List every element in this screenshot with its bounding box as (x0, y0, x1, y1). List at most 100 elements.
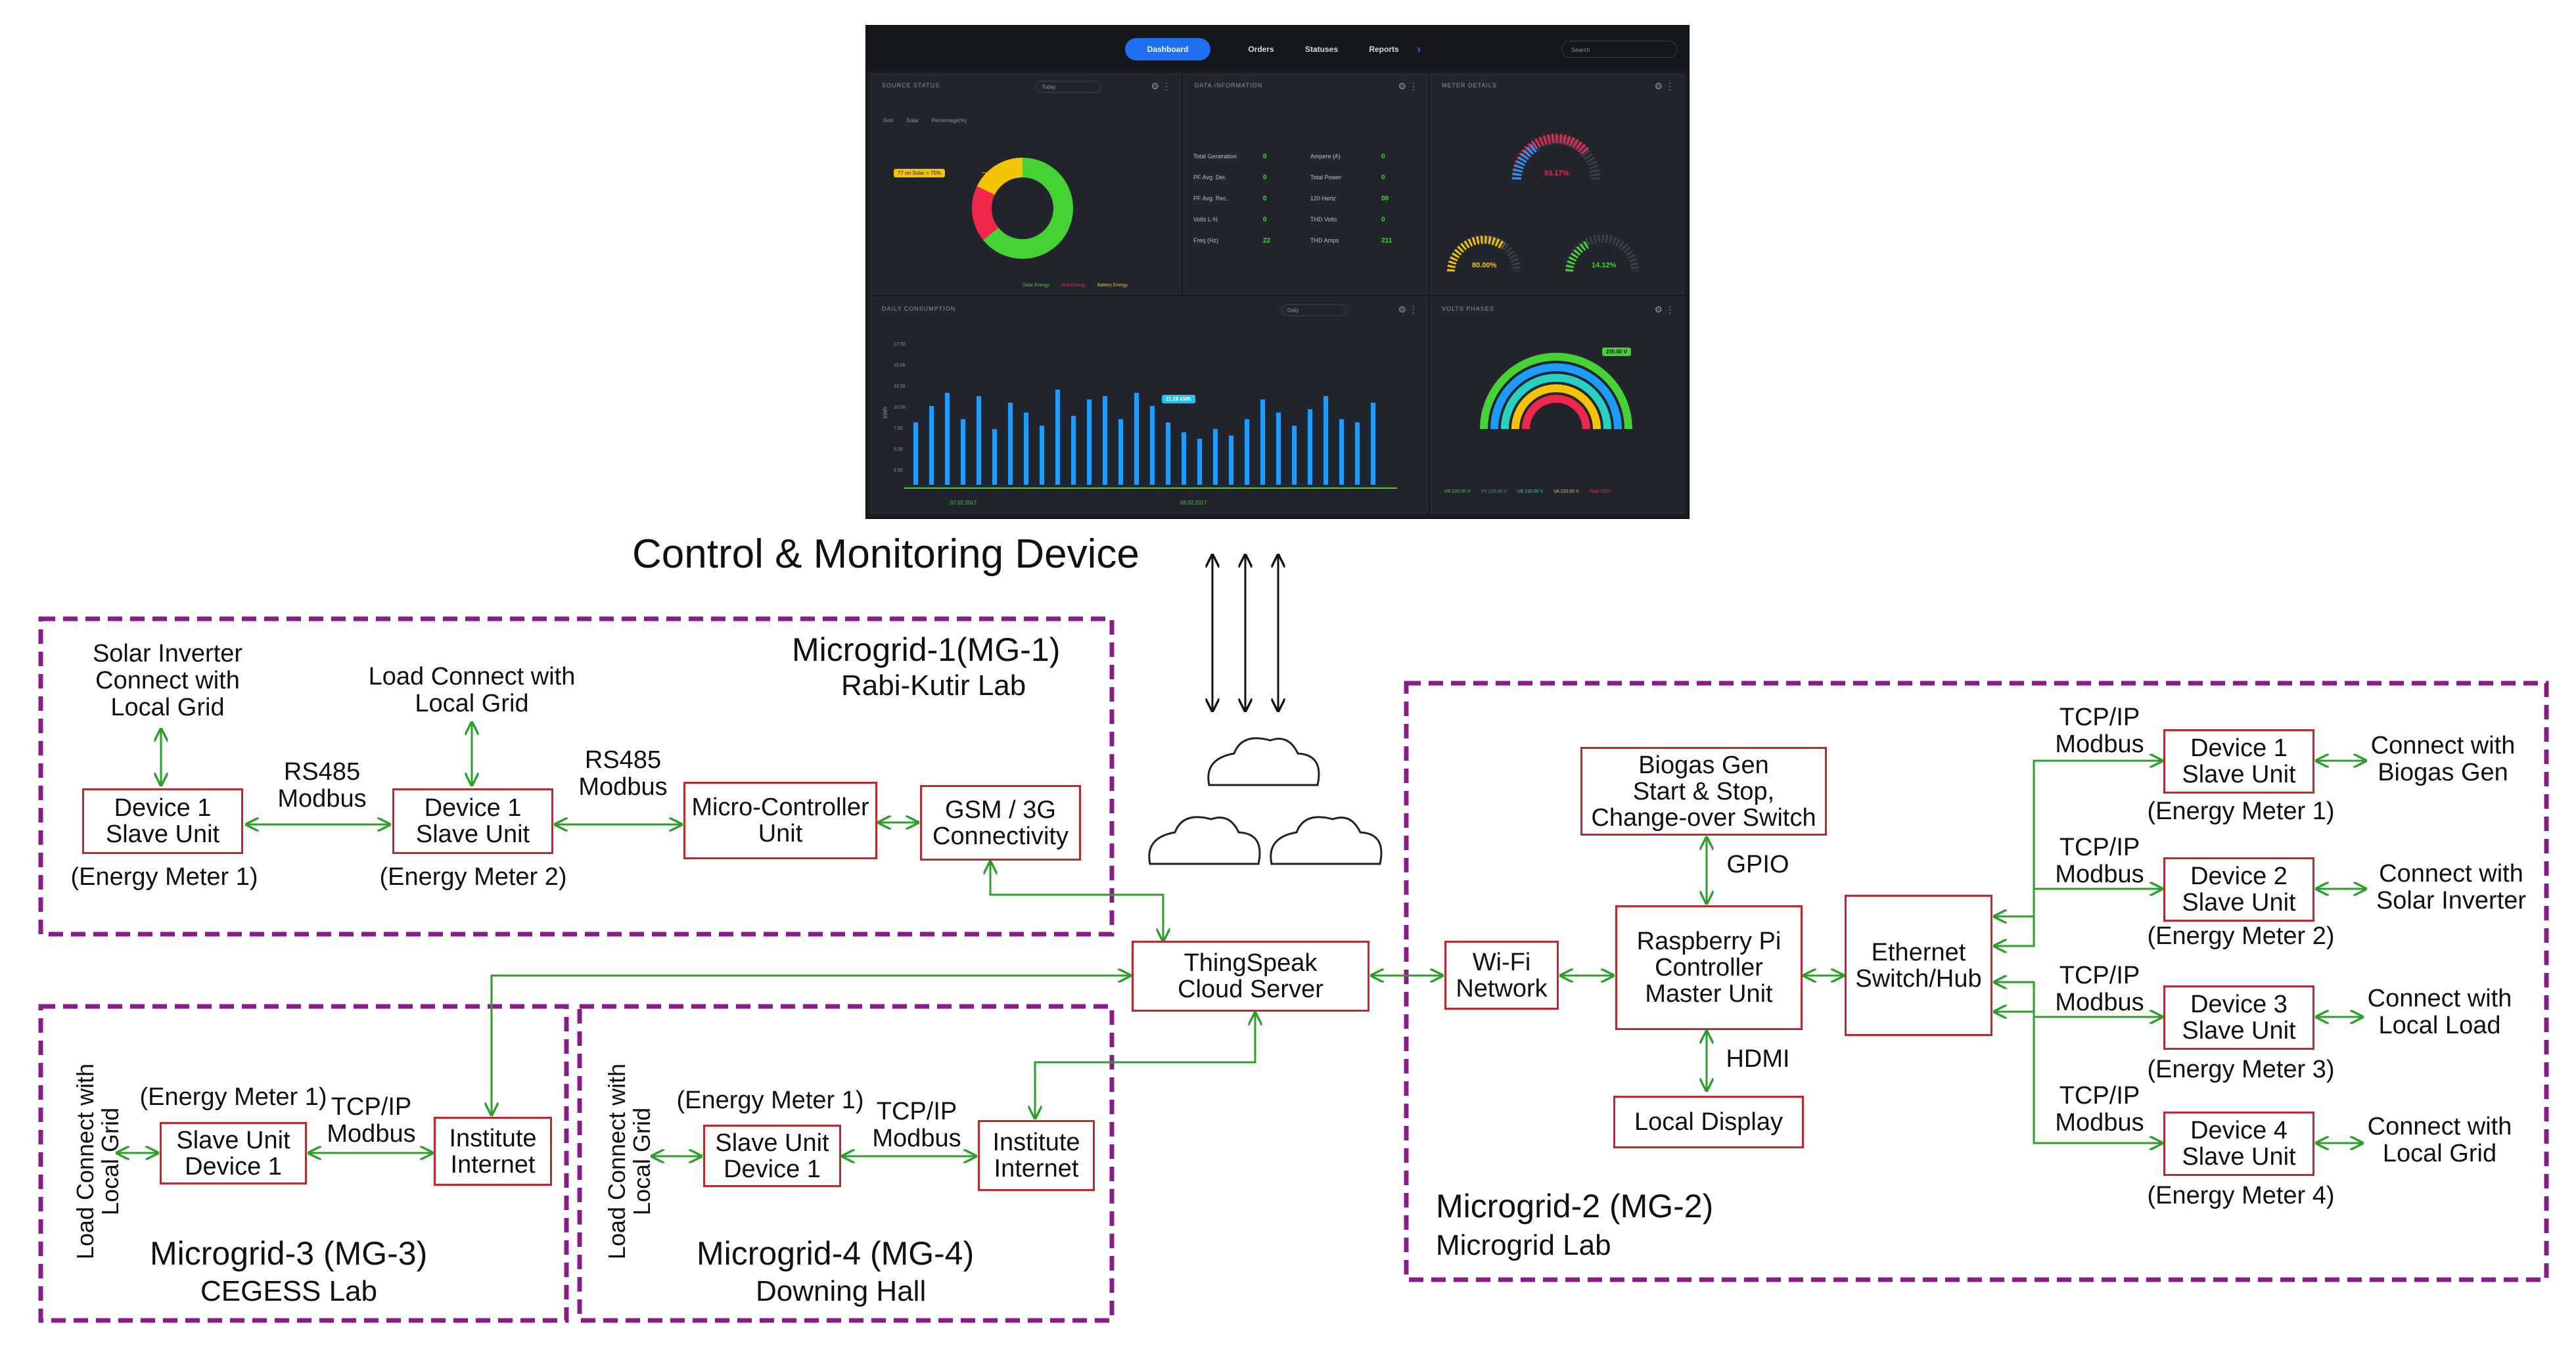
mg2-device3-box: Device 3 Slave Unit (2163, 985, 2314, 1050)
tcp-label: TCP/IP Modbus (2055, 834, 2144, 888)
bar (1292, 426, 1297, 485)
tab-orders[interactable]: Orders (1248, 45, 1274, 54)
donut-chart (972, 158, 1073, 259)
bar (1371, 403, 1375, 485)
gsm-box: GSM / 3G Connectivity (920, 785, 1081, 861)
stat-value: 211 (1381, 237, 1392, 244)
stat-value: 0 (1263, 216, 1267, 223)
gauge-value: 14.12% (1592, 261, 1617, 269)
bar (1245, 419, 1249, 485)
rs485-label: RS485 Modbus (578, 746, 668, 801)
meter-details-panel: METER DETAILS ⚙ ⋮ 93.17% 80.00% 14.12% (1431, 74, 1684, 294)
energy-meter-label: (Energy Meter 1) (676, 1087, 864, 1114)
gear-icon[interactable]: ⚙ ⋮ (1151, 81, 1171, 91)
bar (1103, 396, 1107, 485)
raspberry-pi-box: Raspberry Pi Controller Master Unit (1615, 905, 1803, 1030)
bar (1339, 419, 1344, 485)
cloud-icon (1148, 737, 1383, 865)
stat-value: 0 (1263, 174, 1267, 181)
phase-callout: 220.00 V (1602, 348, 1632, 356)
legend-item: VY 220.00 V (1481, 489, 1507, 494)
load-connect-label: Load Connect with Local Grid (368, 663, 576, 717)
bar (1071, 416, 1076, 485)
chevron-right-icon[interactable]: › (1417, 43, 1421, 56)
phase-legend: VR 220.00 V VY 220.00 V VB 220.00 V VA 2… (1444, 489, 1674, 494)
y-tick-label: 7.50 (894, 426, 903, 431)
mg2-title: Microgrid-2 (MG-2) (1436, 1188, 1714, 1225)
bar (1276, 413, 1281, 485)
period-dropdown[interactable]: Daily (1281, 304, 1347, 316)
legend-solar: Solar Energy (1023, 283, 1049, 288)
energy-meter-label: (Energy Meter 4) (2147, 1182, 2335, 1209)
dashboard-screenshot: Dashboard Orders Statuses Reports › Sear… (865, 25, 1690, 519)
panel-title: METER DETAILS (1442, 82, 1497, 89)
tcp-label: TCP/IP Modbus (872, 1098, 961, 1152)
gear-icon[interactable]: ⚙ ⋮ (1654, 81, 1674, 91)
mg3-device-box: Slave Unit Device 1 (160, 1122, 307, 1184)
local-display-box: Local Display (1613, 1096, 1804, 1148)
period-dropdown[interactable]: Today (1036, 81, 1101, 93)
bar (1355, 422, 1360, 485)
source-status-panel: SOURCE STATUS Today ⚙ ⋮ Grid Solar Perce… (871, 74, 1181, 294)
mg1-device2-box: Device 1 Slave Unit (392, 788, 553, 854)
tab-statuses[interactable]: Statuses (1304, 45, 1339, 54)
cloud-uplink-arrows (1212, 555, 1278, 711)
stat-value: 0 (1381, 216, 1385, 223)
gpio-label: GPIO (1726, 851, 1789, 878)
dashboard-search-input[interactable]: Search (1561, 41, 1677, 58)
gear-icon[interactable]: ⚙ ⋮ (1654, 304, 1674, 315)
tab-reports[interactable]: Reports (1369, 45, 1399, 54)
gauge-value: 93.17% (1544, 169, 1569, 177)
stat-label: Volts L-N (1193, 216, 1218, 223)
date-label: 07.02.2017 (950, 500, 977, 506)
dashboard-topbar: Dashboard Orders Statuses Reports › Sear… (867, 26, 1688, 71)
mg1-subtitle: Rabi-Kutir Lab (841, 669, 1026, 702)
volts-phases-panel: VOLTS PHASES ⚙ ⋮ 220.00 V VR 220.00 V VY… (1431, 297, 1684, 514)
tcp-label: TCP/IP Modbus (2055, 1082, 2144, 1136)
connect-label: Connect with Local Load (2367, 985, 2512, 1039)
microcontroller-box: Micro-Controller Unit (683, 782, 877, 859)
stat-label: Freq (Hz) (1193, 237, 1218, 244)
bar (1055, 390, 1060, 485)
mg1-title: Microgrid-1(MG-1) (792, 631, 1061, 668)
panel-title: DAILY CONSUMPTION (882, 305, 956, 312)
mg4-load-label: Load Connect with Local Grid (603, 1063, 655, 1260)
donut-callout: 77 on Solar = 75% (894, 169, 946, 177)
bar (1008, 403, 1013, 485)
bar (1118, 419, 1123, 485)
legend-item: VA 220.00 V (1553, 489, 1579, 494)
bar (1024, 413, 1028, 485)
energy-meter-label: (Energy Meter 2) (379, 863, 567, 891)
bar (1197, 439, 1202, 485)
bar-callout: 11.28 kWh (1162, 395, 1195, 403)
mg4-title: Microgrid-4 (MG-4) (697, 1235, 975, 1272)
tcp-label: TCP/IP Modbus (2055, 704, 2144, 758)
bar (1260, 399, 1265, 485)
stat-value: 0 (1381, 153, 1385, 160)
ethernet-switch-box: Ethernet Switch/Hub (1845, 895, 1992, 1036)
stat-label: Ampere (A) (1310, 153, 1341, 160)
stat-label: PF Avg. Rec. (1193, 195, 1228, 202)
gear-icon[interactable]: ⚙ ⋮ (1398, 304, 1418, 315)
gauge-value: 80.00% (1472, 261, 1497, 269)
bar (1229, 436, 1233, 485)
stat-label: PF Avg. Del. (1193, 174, 1226, 181)
stat-value: 0 (1263, 195, 1267, 202)
gear-icon[interactable]: ⚙ ⋮ (1398, 81, 1418, 91)
connect-label: Connect with Biogas Gen (2370, 732, 2516, 786)
legend-grid: Grid Energy (1061, 283, 1086, 288)
stat-value: 0 (1381, 174, 1385, 181)
y-tick-label: 17.50 (894, 342, 906, 347)
solar-inverter-label: Solar Inverter Connect with Local Grid (92, 640, 243, 721)
gauges (1447, 133, 1639, 272)
tab-dashboard[interactable]: Dashboard (1125, 38, 1210, 60)
legend-item: VB 220.00 V (1517, 489, 1544, 494)
panel-title: DATA INFORMATION (1195, 82, 1262, 89)
connect-label: Connect with Local Grid (2367, 1113, 2512, 1167)
phase-arcs (1480, 353, 1632, 430)
bar (1308, 409, 1312, 485)
mg1-boundary (38, 616, 1115, 937)
legend-item: VR 220.00 V (1444, 489, 1471, 494)
